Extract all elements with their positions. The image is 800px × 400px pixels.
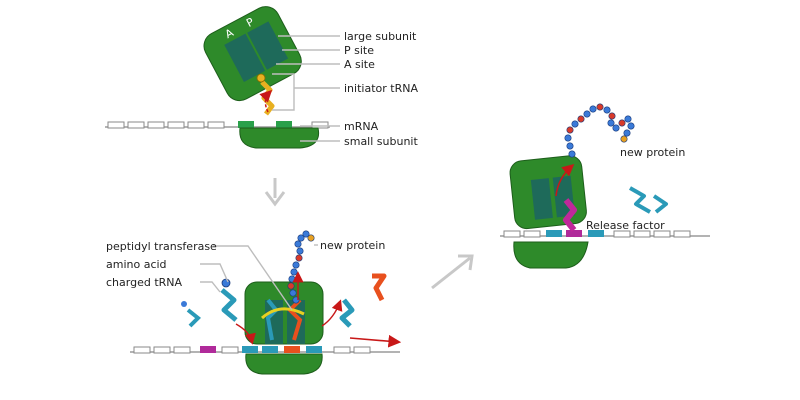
label-p-site: P site: [344, 44, 374, 57]
label-release-factor: Release factor: [586, 219, 665, 232]
charged-trna-incoming: [220, 278, 238, 322]
panel-elongation: peptidyl transferase amino acid charged …: [106, 230, 402, 375]
label-charged-trna: charged tRNA: [106, 276, 183, 289]
step-arrow-diagonal: [431, 254, 474, 290]
large-subunit-1: A P: [203, 6, 302, 102]
label-a-site: A site: [344, 58, 375, 71]
mrna-strand-3: [500, 230, 710, 238]
site-p-1: [247, 21, 289, 70]
release-factor-shape: [563, 198, 577, 232]
label-initiator-trna: initiator tRNA: [344, 82, 418, 95]
panel-termination: Release factor new protein: [500, 103, 710, 269]
free-trna-right-1: [629, 186, 651, 214]
mrna-strand-2: [130, 346, 400, 354]
label-small-subunit: small subunit: [344, 135, 418, 148]
ribosome-2: [244, 281, 324, 375]
free-trna-left: [181, 301, 201, 328]
label-amino-acid: amino acid: [106, 258, 167, 271]
panel-initiation: A P large subunit P site A site initiato…: [105, 6, 418, 149]
site-a-1: [224, 33, 266, 82]
trna-p-site-2: [265, 298, 279, 341]
label-new-protein-2: new protein: [320, 239, 385, 252]
label-peptidyl-transferase: peptidyl transferase: [106, 240, 217, 253]
label-large-subunit: large subunit: [344, 30, 417, 43]
label-mrna: mRNA: [344, 120, 379, 133]
small-subunit-3: [513, 241, 589, 269]
trna-exiting-teal: [339, 298, 355, 328]
trna-exiting-orange: [372, 273, 387, 302]
small-subunit-1: [239, 127, 320, 149]
new-protein-chain-3: [564, 103, 635, 158]
peptidyl-transferase-link: [261, 307, 305, 320]
mrna-strand-1: [105, 121, 330, 129]
step-arrow-down: [264, 178, 286, 207]
free-trna-right-2: [652, 194, 668, 214]
large-subunit-3: [509, 155, 587, 230]
trna-a-site-2: [287, 298, 303, 341]
label-new-protein-3: new protein: [620, 146, 685, 159]
